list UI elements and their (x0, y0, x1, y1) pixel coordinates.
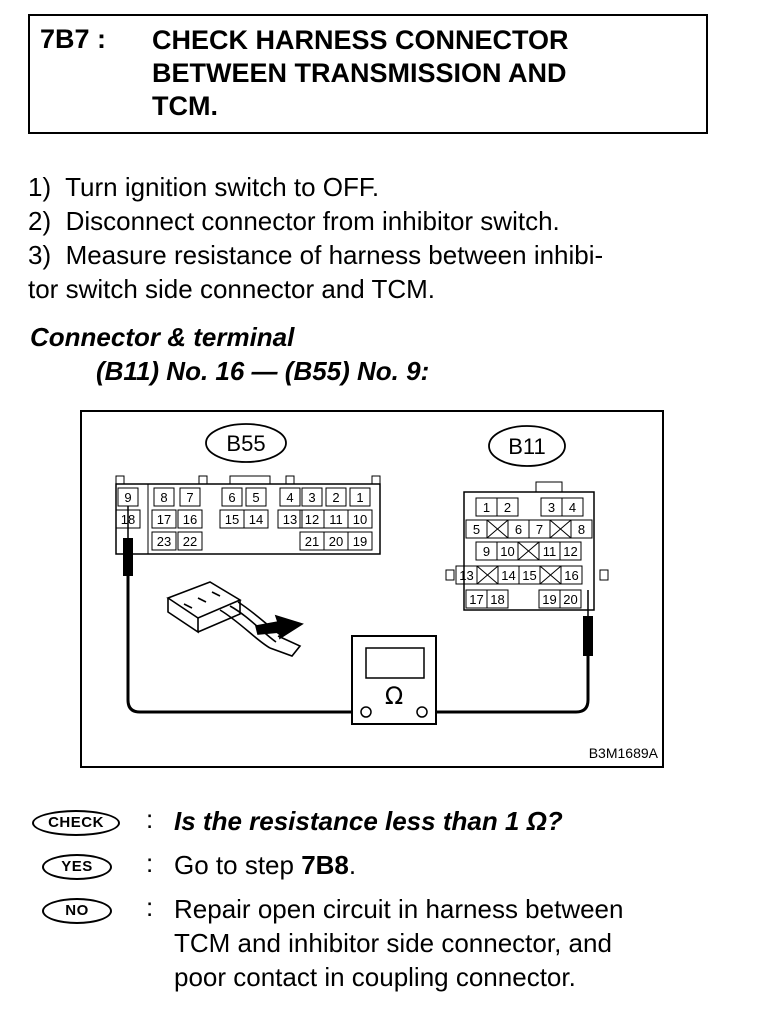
terminal-cell: 4 (561, 497, 584, 517)
terminal-number: 1 (356, 490, 363, 505)
terminal-cell (486, 519, 509, 539)
yes-step-link[interactable]: 7B8 (301, 850, 349, 880)
terminal-cell: 10 (347, 509, 373, 529)
terminal-number: 4 (286, 490, 293, 505)
terminal-cell: 13 (277, 509, 303, 529)
probe-leads (123, 506, 593, 714)
svg-text:B55: B55 (226, 431, 265, 456)
check-badge: CHECK (32, 810, 120, 836)
terminal-number: 2 (504, 500, 511, 515)
terminal-number: 18 (490, 592, 504, 607)
terminal-cell: 22 (177, 531, 203, 551)
terminal-number: 3 (308, 490, 315, 505)
yes-answer: Go to step 7B8. (174, 848, 356, 882)
colon: : (146, 804, 154, 834)
terminal-number: 19 (353, 534, 367, 549)
terminal-cell: 18 (486, 589, 509, 609)
terminal-number: 20 (563, 592, 577, 607)
connector-heading: Connector & terminal (30, 322, 295, 352)
terminal-number: 17 (157, 512, 171, 527)
svg-text:Ω: Ω (385, 682, 403, 710)
terminal-number: 17 (469, 592, 483, 607)
yes-prefix: Go to step (174, 850, 302, 880)
instruction-line: 1) Turn ignition switch to OFF. (28, 172, 380, 202)
terminal-cell: 17 (151, 509, 177, 529)
step-title: CHECK HARNESS CONNECTOR BETWEEN TRANSMIS… (152, 25, 569, 121)
terminal-cell: 5 (245, 487, 267, 507)
terminal-number: 8 (578, 522, 585, 537)
terminal-number: 22 (183, 534, 197, 549)
svg-text:B11: B11 (508, 434, 546, 459)
no-answer: Repair open circuit in harness between T… (174, 894, 624, 992)
terminal-number: 15 (522, 568, 536, 583)
check-question: Is the resistance less than 1 Ω? (174, 806, 563, 836)
terminal-cell: 4 (279, 487, 301, 507)
terminal-cell: 2 (496, 497, 519, 517)
terminal-number: 16 (564, 568, 578, 583)
terminal-cell: 12 (559, 541, 582, 561)
terminal-number: 4 (569, 500, 576, 515)
instruction-line: 2) Disconnect connector from inhibitor s… (28, 206, 560, 236)
terminal-number: 12 (563, 544, 577, 559)
step-header-box: 7B7 : CHECK HARNESS CONNECTOR BETWEEN TR… (28, 14, 708, 134)
terminal-number: 19 (542, 592, 556, 607)
terminal-cell: 14 (243, 509, 269, 529)
terminal-cell: 23 (151, 531, 177, 551)
b55-label: B55 (205, 423, 287, 463)
terminal-number: 9 (483, 544, 490, 559)
terminal-number: 5 (473, 522, 480, 537)
terminal-number: 5 (252, 490, 259, 505)
terminal-cell: 2 (325, 487, 347, 507)
instruction-line: tor switch side connector and TCM. (28, 274, 436, 304)
connector-terminal-detail: (B11) No. 16 — (B55) No. 9: (96, 356, 430, 386)
terminal-number: 15 (225, 512, 239, 527)
terminal-number: 9 (124, 490, 131, 505)
terminal-number: 8 (160, 490, 167, 505)
terminal-number: 1 (483, 500, 490, 515)
terminal-number: 13 (459, 568, 473, 583)
terminal-cell: 1 (349, 487, 371, 507)
terminal-number: 12 (305, 512, 319, 527)
terminal-cell: 6 (221, 487, 243, 507)
terminal-cell: 8 (153, 487, 175, 507)
ohmmeter: Ω (351, 635, 437, 725)
terminal-cell: 8 (570, 519, 593, 539)
terminal-number: 16 (183, 512, 197, 527)
terminal-cell: 16 (560, 565, 583, 585)
terminal-number: 2 (332, 490, 339, 505)
yes-badge: YES (42, 854, 112, 880)
terminal-number: 21 (305, 534, 319, 549)
figure-code: B3M1689A (589, 745, 659, 761)
harness-connector-sketch (166, 581, 304, 657)
terminal-number: 6 (228, 490, 235, 505)
terminal-cell: 16 (177, 509, 203, 529)
terminal-cell: 19 (347, 531, 373, 551)
instruction-line: 3) Measure resistance of harness between… (28, 240, 604, 270)
colon: : (146, 848, 154, 878)
b11-label: B11 (488, 425, 566, 467)
terminal-number: 23 (157, 534, 171, 549)
terminal-number: 7 (536, 522, 543, 537)
terminal-cell: 3 (301, 487, 323, 507)
terminal-number: 11 (329, 512, 343, 527)
yes-suffix: . (348, 850, 357, 880)
terminal-number: 13 (283, 512, 297, 527)
terminal-number: 3 (548, 500, 555, 515)
terminal-number: 11 (543, 544, 557, 559)
no-badge: NO (42, 898, 112, 924)
step-id: 7B7 : (40, 24, 107, 54)
terminal-number: 10 (500, 544, 514, 559)
terminal-number: 14 (249, 512, 263, 527)
terminal-number: 6 (515, 522, 522, 537)
terminal-number: 7 (186, 490, 193, 505)
terminal-number: 14 (501, 568, 515, 583)
instruction-list: 1) Turn ignition switch to OFF. 2) Disco… (28, 170, 718, 306)
terminal-cell: 7 (179, 487, 201, 507)
terminal-number: 10 (353, 512, 367, 527)
colon: : (146, 892, 154, 922)
terminal-number: 20 (329, 534, 343, 549)
terminal-cell: 20 (559, 589, 582, 609)
